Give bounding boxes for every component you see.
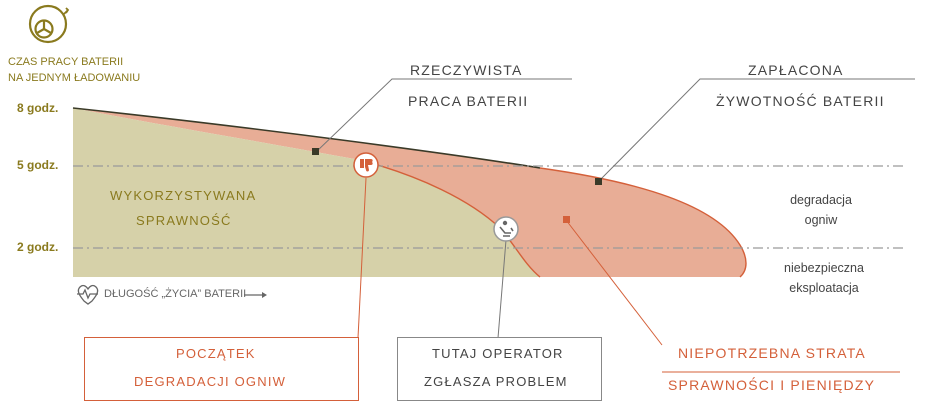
operator-box (397, 337, 602, 401)
loss-area-marker (563, 216, 570, 223)
battery-cycle-logo-icon (28, 4, 70, 44)
paid-lifespan-edge (539, 167, 747, 278)
used-efficiency-label-line2: SPRAWNOŚĆ (136, 213, 232, 228)
zone-degradation-line1: degradacja (790, 193, 852, 207)
zone-dangerous: niebezpieczna eksploatacja (772, 258, 876, 298)
leader-actual (315, 78, 572, 153)
paid-curve-marker (595, 178, 602, 185)
y-label-2h: 2 godz. (17, 240, 59, 254)
thumbs-down-icon (353, 152, 379, 178)
actual-curve-marker (312, 148, 319, 155)
heartbeat-icon (77, 284, 99, 305)
axis-title-line1: CZAS PRACY BATERII (8, 56, 124, 68)
zone-dangerous-line2: eksploatacja (789, 281, 859, 295)
used-efficiency-area (73, 108, 540, 277)
x-axis-label: DŁUGOŚĆ „ŻYCIA” BATERII (104, 288, 247, 300)
operator-icon (493, 216, 519, 242)
y-label-5h: 5 godz. (17, 158, 59, 172)
operator-label-line2: ZGŁASZA PROBLEM (424, 374, 568, 389)
operator-label-line1: TUTAJ OPERATOR (432, 346, 564, 361)
leader-loss (565, 219, 663, 346)
zone-dangerous-line1: niebezpieczna (784, 261, 864, 275)
axis-title-line2: NA JEDNYM ŁADOWANIU (8, 72, 141, 84)
degradation-start-box (84, 337, 359, 401)
loss-label-line2: SPRAWNOŚCI I PIENIĘDZY (668, 377, 876, 393)
zone-degradation-line2: ogniw (804, 213, 838, 227)
leader-degradation-start (357, 177, 367, 339)
paid-lifespan-label-line2: ŻYWOTNOŚĆ BATERII (716, 93, 885, 109)
degradation-start-line1: POCZĄTEK (176, 346, 256, 361)
arrow-right-icon (244, 292, 267, 298)
y-label-8h: 8 godz. (17, 101, 59, 115)
paid-lifespan-label-line1: ZAPŁACONA (748, 62, 844, 78)
actual-work-curve (359, 159, 541, 278)
loss-label-line1: NIEPOTRZEBNA STRATA (678, 345, 866, 361)
paid-lifespan-curve (72, 107, 541, 169)
degradation-start-line2: DEGRADACJI OGNIW (134, 374, 287, 389)
leader-operator (497, 239, 507, 339)
leader-paid (597, 78, 915, 183)
used-efficiency-label-line1: WYKORZYSTYWANA (110, 188, 257, 203)
axis-title: CZAS PRACY BATERII NA JEDNYM ŁADOWANIU (8, 54, 140, 86)
actual-work-label-line1: RZECZYWISTA (410, 62, 523, 78)
actual-work-label-line2: PRACA BATERII (408, 93, 529, 109)
zone-degradation: degradacja ogniw (774, 190, 868, 230)
